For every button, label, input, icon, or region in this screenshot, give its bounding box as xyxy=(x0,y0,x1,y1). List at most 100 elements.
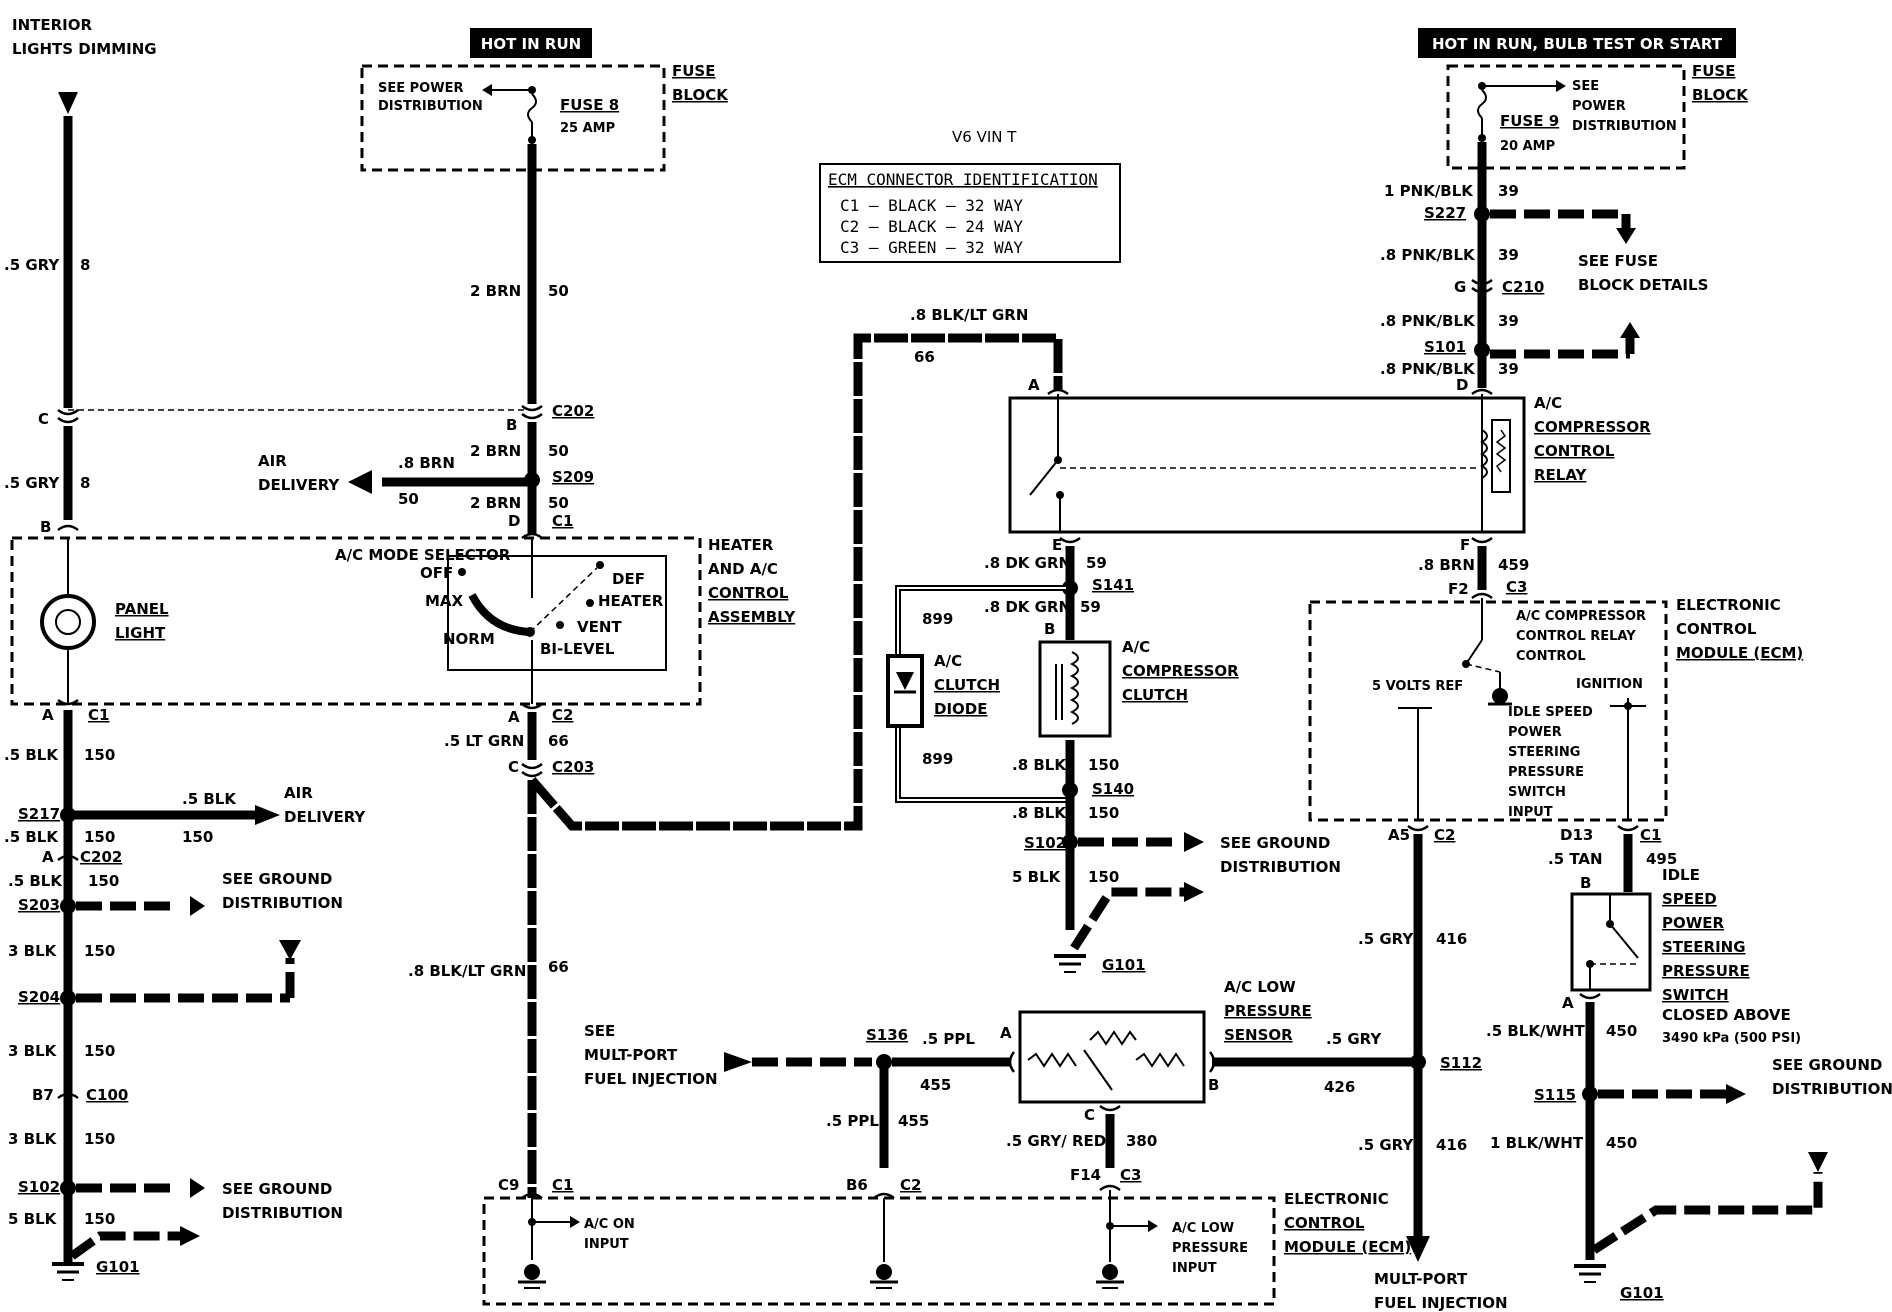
svg-text:.5 GRY: .5 GRY xyxy=(1358,1136,1414,1154)
svg-text:66: 66 xyxy=(914,348,935,366)
svg-text:IDLE: IDLE xyxy=(1662,866,1700,884)
svg-text:150: 150 xyxy=(84,828,115,846)
svg-text:F2: F2 xyxy=(1448,580,1469,598)
svg-text:C202: C202 xyxy=(552,402,594,420)
svg-text:SEE: SEE xyxy=(584,1022,615,1040)
svg-text:SEE GROUND: SEE GROUND xyxy=(222,1180,332,1198)
svg-text:S217: S217 xyxy=(18,805,60,823)
svg-text:.5 PPL: .5 PPL xyxy=(922,1030,975,1048)
svg-text:.8 BRN: .8 BRN xyxy=(1418,556,1475,574)
svg-text:.5 GRY: .5 GRY xyxy=(1326,1030,1382,1048)
svg-text:STEERING: STEERING xyxy=(1508,745,1580,760)
svg-text:SEE: SEE xyxy=(1572,79,1599,94)
svg-text:455: 455 xyxy=(920,1076,951,1094)
svg-text:66: 66 xyxy=(548,732,569,750)
ecm-label: ELECTRONIC xyxy=(1284,1190,1389,1208)
fuse-8: SEE POWER DISTRIBUTION FUSE 8 25 AMP xyxy=(378,81,619,144)
svg-text:DELIVERY: DELIVERY xyxy=(258,476,340,494)
svg-text:3 BLK: 3 BLK xyxy=(8,1042,58,1060)
svg-text:C100: C100 xyxy=(86,1086,128,1104)
svg-text:.8 PNK/BLK: .8 PNK/BLK xyxy=(1380,246,1476,264)
svg-text:A: A xyxy=(1000,1024,1012,1042)
svg-text:BI-LEVEL: BI-LEVEL xyxy=(540,640,615,658)
svg-text:3 BLK: 3 BLK xyxy=(8,942,58,960)
svg-text:450: 450 xyxy=(1606,1022,1637,1040)
svg-text:SWITCH: SWITCH xyxy=(1508,785,1566,800)
svg-text:59: 59 xyxy=(1086,554,1107,572)
svg-text:2 BRN: 2 BRN xyxy=(470,442,521,460)
svg-text:A/C: A/C xyxy=(1534,394,1562,412)
svg-text:.5 BLK: .5 BLK xyxy=(4,746,59,764)
svg-text:CLUTCH: CLUTCH xyxy=(1122,686,1188,704)
svg-text:DEF: DEF xyxy=(612,570,645,588)
svg-text:150: 150 xyxy=(1088,804,1119,822)
heater-label: HEATER xyxy=(708,536,774,554)
svg-text:S204: S204 xyxy=(18,988,60,1006)
svg-text:C2: C2 xyxy=(900,1176,921,1194)
svg-text:1 BLK/WHT: 1 BLK/WHT xyxy=(1490,1134,1584,1152)
svg-text:FUEL INJECTION: FUEL INJECTION xyxy=(584,1070,718,1088)
ecm-right-box xyxy=(1308,600,1668,822)
svg-text:CLUTCH: CLUTCH xyxy=(934,676,1000,694)
svg-text:OFF: OFF xyxy=(420,564,453,582)
svg-text:POWER: POWER xyxy=(1662,914,1725,932)
svg-text:.5 BLK: .5 BLK xyxy=(4,828,59,846)
svg-text:SWITCH: SWITCH xyxy=(1662,986,1729,1004)
svg-text:B6: B6 xyxy=(846,1176,868,1194)
svg-text:POWER: POWER xyxy=(1572,99,1626,114)
svg-text:SEE GROUND: SEE GROUND xyxy=(1772,1056,1882,1074)
svg-text:C1: C1 xyxy=(552,512,573,530)
svg-text:66: 66 xyxy=(548,958,569,976)
svg-text:3 BLK: 3 BLK xyxy=(8,1130,58,1148)
svg-text:RELAY: RELAY xyxy=(1534,466,1588,484)
svg-text:C2 – BLACK – 24 WAY: C2 – BLACK – 24 WAY xyxy=(840,217,1023,236)
clutch-circuit: E .8 DK GRN 59 S141 .8 DK GRN 59 B 899 8… xyxy=(886,536,1341,974)
svg-text:C: C xyxy=(508,758,519,776)
svg-text:SPEED: SPEED xyxy=(1662,890,1717,908)
fuse-block-label: FUSE xyxy=(672,62,715,80)
svg-text:BLOCK DETAILS: BLOCK DETAILS xyxy=(1578,276,1708,294)
svg-text:A: A xyxy=(508,708,520,726)
svg-text:8: 8 xyxy=(80,474,90,492)
svg-text:39: 39 xyxy=(1498,246,1519,264)
svg-text:C3: C3 xyxy=(1506,578,1527,596)
svg-text:.5 BLK/WHT: .5 BLK/WHT xyxy=(1486,1022,1586,1040)
svg-text:DISTRIBUTION: DISTRIBUTION xyxy=(1220,858,1341,876)
heater-label: CONTROL xyxy=(708,584,789,602)
svg-text:59: 59 xyxy=(1080,598,1101,616)
svg-text:150: 150 xyxy=(1088,868,1119,886)
svg-text:.5 PPL: .5 PPL xyxy=(826,1112,879,1130)
fuse-block-label: BLOCK xyxy=(1692,86,1749,104)
svg-text:S209: S209 xyxy=(552,468,594,486)
svg-text:LIGHT: LIGHT xyxy=(115,624,166,642)
fuse-block-label: BLOCK xyxy=(672,86,729,104)
svg-text:PRESSURE: PRESSURE xyxy=(1508,765,1584,780)
left-ground-circuit: A C1 .5 BLK 150 S217 .5 BLK 150 AIR DELI… xyxy=(4,698,366,1281)
svg-text:G101: G101 xyxy=(1102,956,1146,974)
svg-text:CONTROL: CONTROL xyxy=(1516,649,1586,664)
svg-text:50: 50 xyxy=(548,282,569,300)
svg-text:.8 DK GRN: .8 DK GRN xyxy=(984,598,1071,616)
svg-text:150: 150 xyxy=(84,746,115,764)
svg-text:.5 GRY: .5 GRY xyxy=(4,256,60,274)
svg-text:A: A xyxy=(1028,376,1040,394)
fuse-block-left xyxy=(360,64,666,172)
ac-mode-selector: A/C MODE SELECTOR OFF MAX NORM BI-LEVEL … xyxy=(335,546,667,671)
ecm-right-outputs: A5 C2 .5 GRY 416 S112 .5 GRY 416 MULT-PO… xyxy=(1358,824,1677,1312)
svg-text:S102: S102 xyxy=(1024,834,1066,852)
svg-text:.5 GRY/ RED: .5 GRY/ RED xyxy=(1006,1132,1106,1150)
svg-text:HEATER: HEATER xyxy=(598,592,664,610)
ac-compressor-control-relay: A D A/C COMPRESSOR CONTROL RELAY xyxy=(1008,376,1651,534)
svg-text:S115: S115 xyxy=(1534,1086,1576,1104)
svg-text:50: 50 xyxy=(548,494,569,512)
svg-text:DELIVERY: DELIVERY xyxy=(284,808,366,826)
svg-text:C203: C203 xyxy=(552,758,594,776)
svg-text:A/C COMPRESSOR: A/C COMPRESSOR xyxy=(1516,609,1646,624)
svg-text:CONTROL RELAY: CONTROL RELAY xyxy=(1516,629,1636,644)
svg-text:NORM: NORM xyxy=(443,630,495,648)
svg-text:.5 BLK: .5 BLK xyxy=(182,790,237,808)
svg-text:DIODE: DIODE xyxy=(934,700,987,718)
svg-text:495: 495 xyxy=(1646,850,1677,868)
svg-text:DISTRIBUTION: DISTRIBUTION xyxy=(222,1204,343,1222)
svg-text:C2: C2 xyxy=(1434,826,1455,844)
